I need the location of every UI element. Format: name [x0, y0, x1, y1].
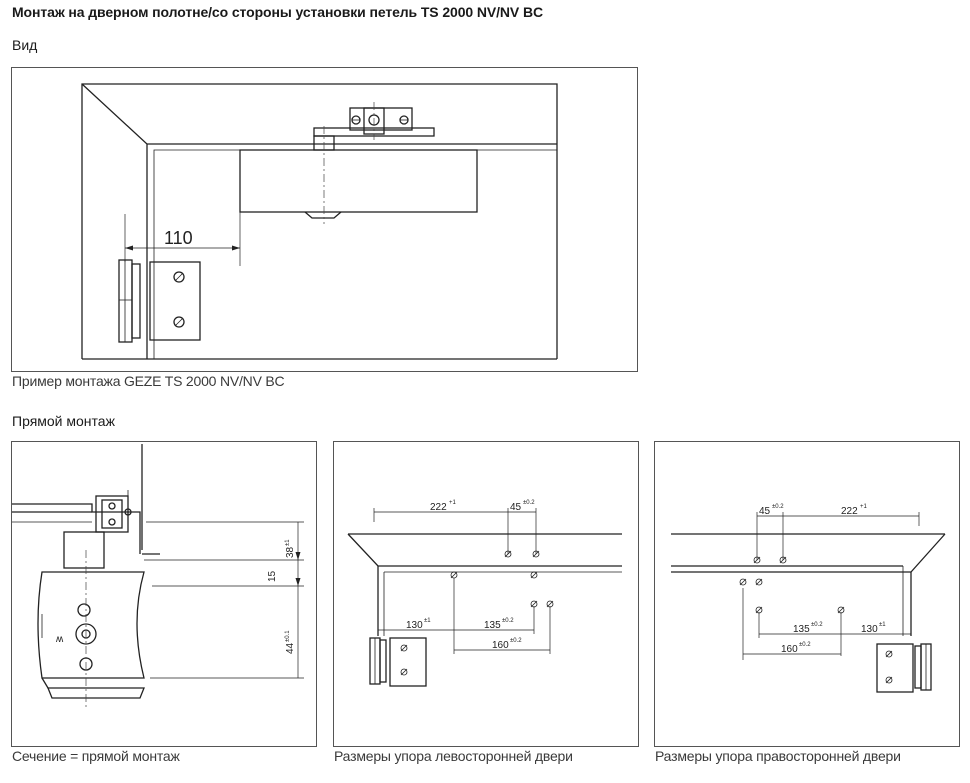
door-closer-body — [239, 149, 478, 219]
right-dim-45: 45 — [759, 506, 771, 517]
left-door-outline — [347, 533, 622, 636]
view-diagram: 110 — [81, 83, 558, 360]
section-diagram-frame: ʍ 38 ±1 15 44 ±0.1 — [11, 441, 317, 747]
page-title: Монтаж на дверном полотне/со стороны уст… — [12, 4, 543, 20]
svg-text:15: 15 — [267, 570, 278, 582]
left-dim-160-tol: ±0.2 — [510, 638, 522, 644]
left-door-hinge — [369, 637, 427, 687]
dimension-110: 110 — [124, 212, 241, 266]
section-closer-body: ʍ — [37, 531, 145, 699]
left-dim-135: 135 — [484, 620, 501, 631]
left-dim-130-tol: ±1 — [424, 618, 431, 624]
brand-mark: ʍ — [56, 634, 64, 645]
door-hinge — [118, 259, 201, 343]
section-arm-shoe — [95, 490, 132, 533]
right-dim-135-tol: ±0.2 — [811, 622, 823, 628]
right-dim-222: 222 — [841, 506, 858, 517]
svg-text:±0.1: ±0.1 — [285, 630, 291, 642]
right-dim-160: 160 — [781, 644, 798, 655]
right-dim-222-tol: +1 — [860, 504, 868, 510]
right-dim-130: 130 — [861, 624, 878, 635]
section-dimension-lines — [144, 521, 304, 679]
left-dim-135-tol: ±0.2 — [502, 618, 514, 624]
right-door-diagram-frame: 45 ±0.2 222 +1 135 ±0.2 130 ±1 160 ±0.2 — [654, 441, 960, 747]
dim-44: 44 ±0.1 — [285, 630, 296, 654]
left-dim-222: 222 — [430, 502, 447, 513]
view-heading: Вид — [12, 37, 38, 53]
right-door-holes — [739, 556, 893, 684]
left-dim-45-tol: ±0.2 — [523, 500, 535, 506]
door-frame-outline — [81, 83, 558, 360]
left-dim-160: 160 — [492, 640, 509, 651]
dimension-110-label: 110 — [164, 228, 193, 248]
left-door-diagram: 222 +1 45 ±0.2 130 ±1 135 ±0.2 160 ±0.2 — [347, 500, 622, 687]
section-caption: Сечение = прямой монтаж — [12, 748, 180, 764]
section-frame-profile — [12, 444, 160, 555]
view-diagram-frame: 110 — [11, 67, 638, 372]
left-door-holes — [400, 550, 554, 676]
direct-heading: Прямой монтаж — [12, 413, 115, 429]
left-dim-222-tol: +1 — [449, 500, 457, 506]
right-dim-160-tol: ±0.2 — [799, 642, 811, 648]
left-dim-130: 130 — [406, 620, 423, 631]
svg-text:44: 44 — [285, 642, 296, 654]
right-door-caption: Размеры упора правосторонней двери — [655, 748, 901, 764]
left-door-dimension-lines — [373, 508, 551, 654]
right-door-outline — [671, 533, 946, 636]
dim-38: 38 ±1 — [285, 539, 296, 558]
dim-15: 15 — [267, 570, 278, 582]
section-diagram: ʍ 38 ±1 15 44 ±0.1 — [12, 444, 304, 710]
svg-text:±1: ±1 — [285, 539, 291, 546]
right-dim-130-tol: ±1 — [879, 622, 886, 628]
left-door-diagram-frame: 222 +1 45 ±0.2 130 ±1 135 ±0.2 160 ±0.2 — [333, 441, 639, 747]
view-caption: Пример монтажа GEZE TS 2000 NV/NV BC — [12, 373, 285, 389]
right-door-hinge — [876, 643, 932, 693]
right-door-dimension-lines — [742, 512, 920, 660]
left-dim-45: 45 — [510, 502, 522, 513]
right-door-diagram: 45 ±0.2 222 +1 135 ±0.2 130 ±1 160 ±0.2 — [671, 504, 946, 693]
left-door-caption: Размеры упора левосторонней двери — [334, 748, 573, 764]
svg-text:38: 38 — [285, 546, 296, 558]
right-dim-135: 135 — [793, 624, 810, 635]
right-dim-45-tol: ±0.2 — [772, 504, 784, 510]
